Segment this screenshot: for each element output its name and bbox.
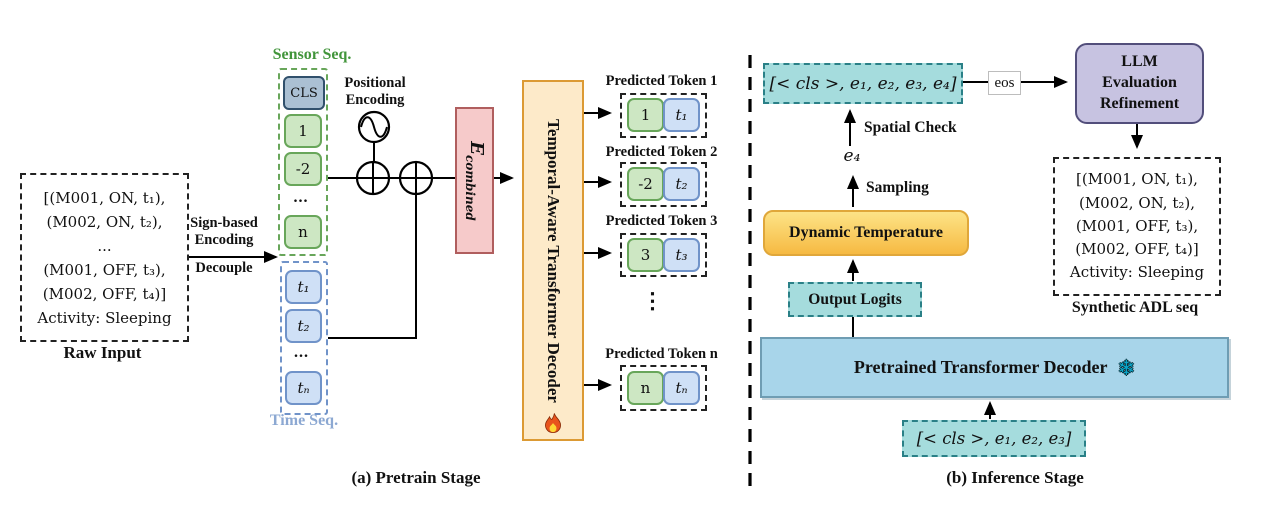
predicted-sensor-token: n	[627, 371, 664, 405]
sensor-token: 1	[284, 114, 322, 148]
synthetic-line: Activity: Sleeping	[1069, 263, 1205, 282]
synthetic-line: [(M001, ON, t₁),	[1076, 170, 1198, 189]
output-logits-box: Output Logits	[788, 282, 922, 317]
input-sequence-box: [< cls >, e₁, e₂, e₃]	[902, 420, 1086, 457]
eos-token: eos	[988, 71, 1021, 95]
time-seq-label: Time Seq.	[269, 412, 339, 429]
plus-circle-icon-1	[355, 160, 391, 196]
synthetic-line: (M002, ON, t₂),	[1078, 193, 1196, 212]
sign-encoding-label-bottom: Decouple	[195, 260, 253, 276]
sign-encoding-label-top: Sign-based Encoding	[190, 215, 258, 249]
e4-label: e₄	[843, 146, 861, 166]
spatial-check-label: Spatial Check	[864, 119, 957, 136]
llm-evaluation-box: LLM Evaluation Refinement	[1075, 43, 1204, 124]
raw-input-line: (M001, OFF, t₃),	[43, 260, 166, 279]
predicted-time-token: t₂	[663, 167, 700, 201]
raw-input-line: Activity: Sleeping	[37, 308, 172, 327]
temporal-decoder-label: Temporal-Aware Transformer Decoder	[544, 118, 563, 403]
temporal-decoder-box: Temporal-Aware Transformer Decoder	[522, 80, 584, 441]
raw-input-label: Raw Input	[63, 343, 142, 362]
dynamic-temperature-box: Dynamic Temperature	[763, 210, 969, 256]
sensor-ellipsis: ...	[293, 189, 309, 206]
snowflake-icon: ❄	[1117, 355, 1136, 380]
time-token: t₁	[285, 270, 322, 304]
predicted-time-token: tₙ	[663, 371, 700, 405]
predicted-token-label: Predicted Token 1	[605, 73, 718, 89]
generated-sequence-box: [< cls >, e₁, e₂, e₃, e₄]	[763, 63, 963, 104]
synthetic-output-label: Synthetic ADL seq	[1071, 299, 1199, 316]
cls-token: CLS	[283, 76, 325, 110]
synthetic-output-box: [(M001, ON, t₁), (M002, ON, t₂), (M001, …	[1053, 157, 1221, 296]
time-token: tₙ	[285, 371, 322, 405]
time-ellipsis: ...	[294, 344, 309, 361]
synthetic-line: (M002, OFF, t₄)]	[1075, 240, 1199, 259]
plus-circle-icon-2	[398, 160, 434, 196]
raw-input-line: (M002, OFF, t₄)]	[42, 284, 167, 303]
predicted-sensor-token: -2	[627, 167, 664, 201]
predicted-token-label: Predicted Token n	[605, 346, 718, 362]
time-token: t₂	[285, 309, 322, 343]
raw-input-line: ...	[97, 236, 112, 255]
predicted-sensor-token: 3	[627, 238, 664, 272]
pretrained-decoder-label: Pretrained Transformer Decoder	[853, 357, 1108, 377]
predicted-time-token: t₃	[663, 238, 700, 272]
predicted-sensor-token: 1	[627, 98, 664, 132]
positional-encoding-icon	[357, 110, 391, 144]
e-combined-label: Ecombined	[462, 140, 487, 221]
pretrain-caption: (a) Pretrain Stage	[351, 468, 481, 487]
raw-input-box: [(M001, ON, t₁), (M002, ON, t₂), ... (M0…	[20, 173, 189, 342]
inference-caption: (b) Inference Stage	[946, 468, 1084, 487]
sensor-token: -2	[284, 152, 322, 186]
synthetic-line: (M001, OFF, t₃),	[1075, 216, 1199, 235]
predicted-time-token: t₁	[663, 98, 700, 132]
fire-icon	[545, 413, 561, 434]
positional-encoding-label: Positional Encoding	[344, 75, 406, 109]
sampling-label: Sampling	[866, 179, 929, 196]
raw-input-line: [(M001, ON, t₁),	[43, 188, 166, 207]
sensor-token: n	[284, 215, 322, 249]
predicted-tokens-ellipsis: ⋮	[641, 288, 664, 313]
pretrained-decoder-box: Pretrained Transformer Decoder ❄	[760, 337, 1229, 398]
sensor-seq-label: Sensor Seq.	[272, 46, 352, 63]
predicted-token-label: Predicted Token 3	[605, 213, 718, 229]
e-combined-box: Ecombined	[455, 107, 494, 254]
predicted-token-label: Predicted Token 2	[605, 144, 718, 160]
raw-input-line: (M002, ON, t₂),	[46, 212, 163, 231]
